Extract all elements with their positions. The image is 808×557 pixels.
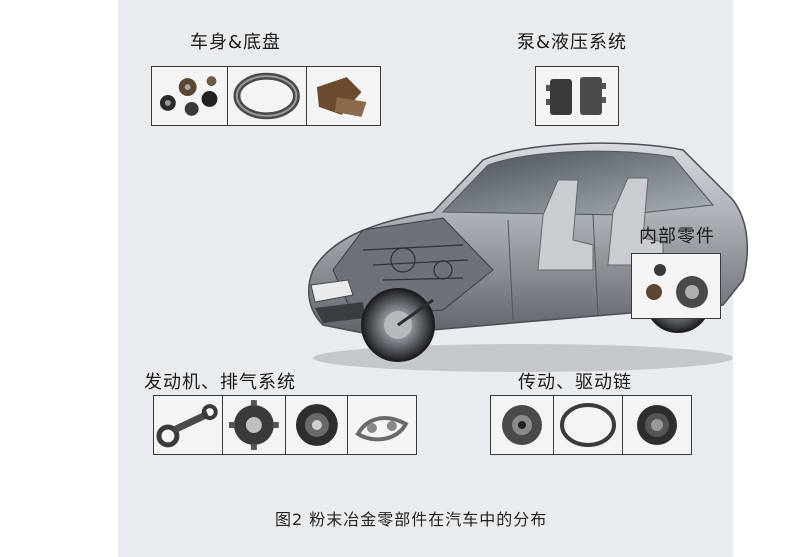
part-photo-bracket (307, 67, 380, 125)
car-cutaway-illustration (307, 142, 749, 372)
body-chassis-parts-strip (151, 66, 381, 126)
part-photo-gear-hub (491, 396, 554, 454)
internal-parts-strip (631, 253, 721, 319)
part-photo-sprocket (223, 396, 286, 454)
group-label-engine-exhaust: 发动机、排气系统 (144, 372, 296, 393)
group-label-pump-hydraulic: 泵&液压系统 (517, 32, 628, 53)
group-label-internal-parts: 内部零件 (639, 226, 715, 247)
figure-caption: 图2 粉末冶金零部件在汽车中的分布 (275, 510, 548, 529)
pump-hydraulic-parts-strip (535, 66, 619, 126)
engine-exhaust-parts-strip (153, 395, 417, 455)
part-photo-internal-gears (632, 254, 720, 318)
group-label-transmission-drive: 传动、驱动链 (518, 372, 632, 393)
part-photo-pump-gears (536, 67, 618, 125)
transmission-drive-parts-strip (490, 395, 692, 455)
part-photo-exhaust-flange (348, 396, 416, 454)
part-photo-vvt-rotor (286, 396, 349, 454)
group-label-body-chassis: 车身&底盘 (190, 32, 282, 53)
part-photo-connecting-rod (154, 396, 223, 454)
part-photo-synchro-ring (554, 396, 623, 454)
part-photo-ring (228, 67, 307, 125)
part-photo-clutch-hub (623, 396, 691, 454)
part-photo-small-gears (152, 67, 229, 125)
figure-canvas: 车身&底盘 泵&液压系统 (118, 0, 749, 557)
